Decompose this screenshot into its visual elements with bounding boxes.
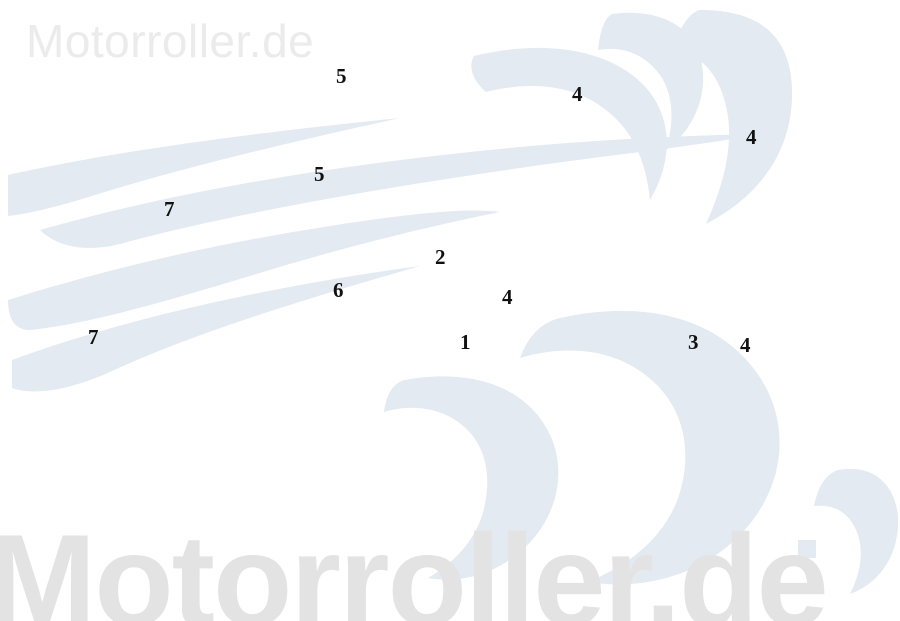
watermark-bottom: Motorroller.de bbox=[0, 507, 829, 621]
watermark-top: Motorroller.de bbox=[26, 15, 315, 67]
callout-7-left: 7 bbox=[164, 197, 175, 221]
callout-7-lower: 7 bbox=[88, 325, 99, 349]
callout-4-top: 4 bbox=[572, 82, 583, 106]
callout-1: 1 bbox=[460, 330, 471, 354]
callout-4-right: 4 bbox=[746, 125, 757, 149]
callout-4-bottom: 4 bbox=[740, 333, 751, 357]
callout-5-mid: 5 bbox=[314, 162, 325, 186]
callout-3: 3 bbox=[688, 330, 699, 354]
callout-2: 2 bbox=[435, 245, 446, 269]
callout-4-lower: 4 bbox=[502, 285, 513, 309]
callout-5-top: 5 bbox=[336, 64, 347, 88]
callout-6: 6 bbox=[333, 278, 344, 302]
watermark-swoosh-artwork bbox=[8, 10, 899, 594]
